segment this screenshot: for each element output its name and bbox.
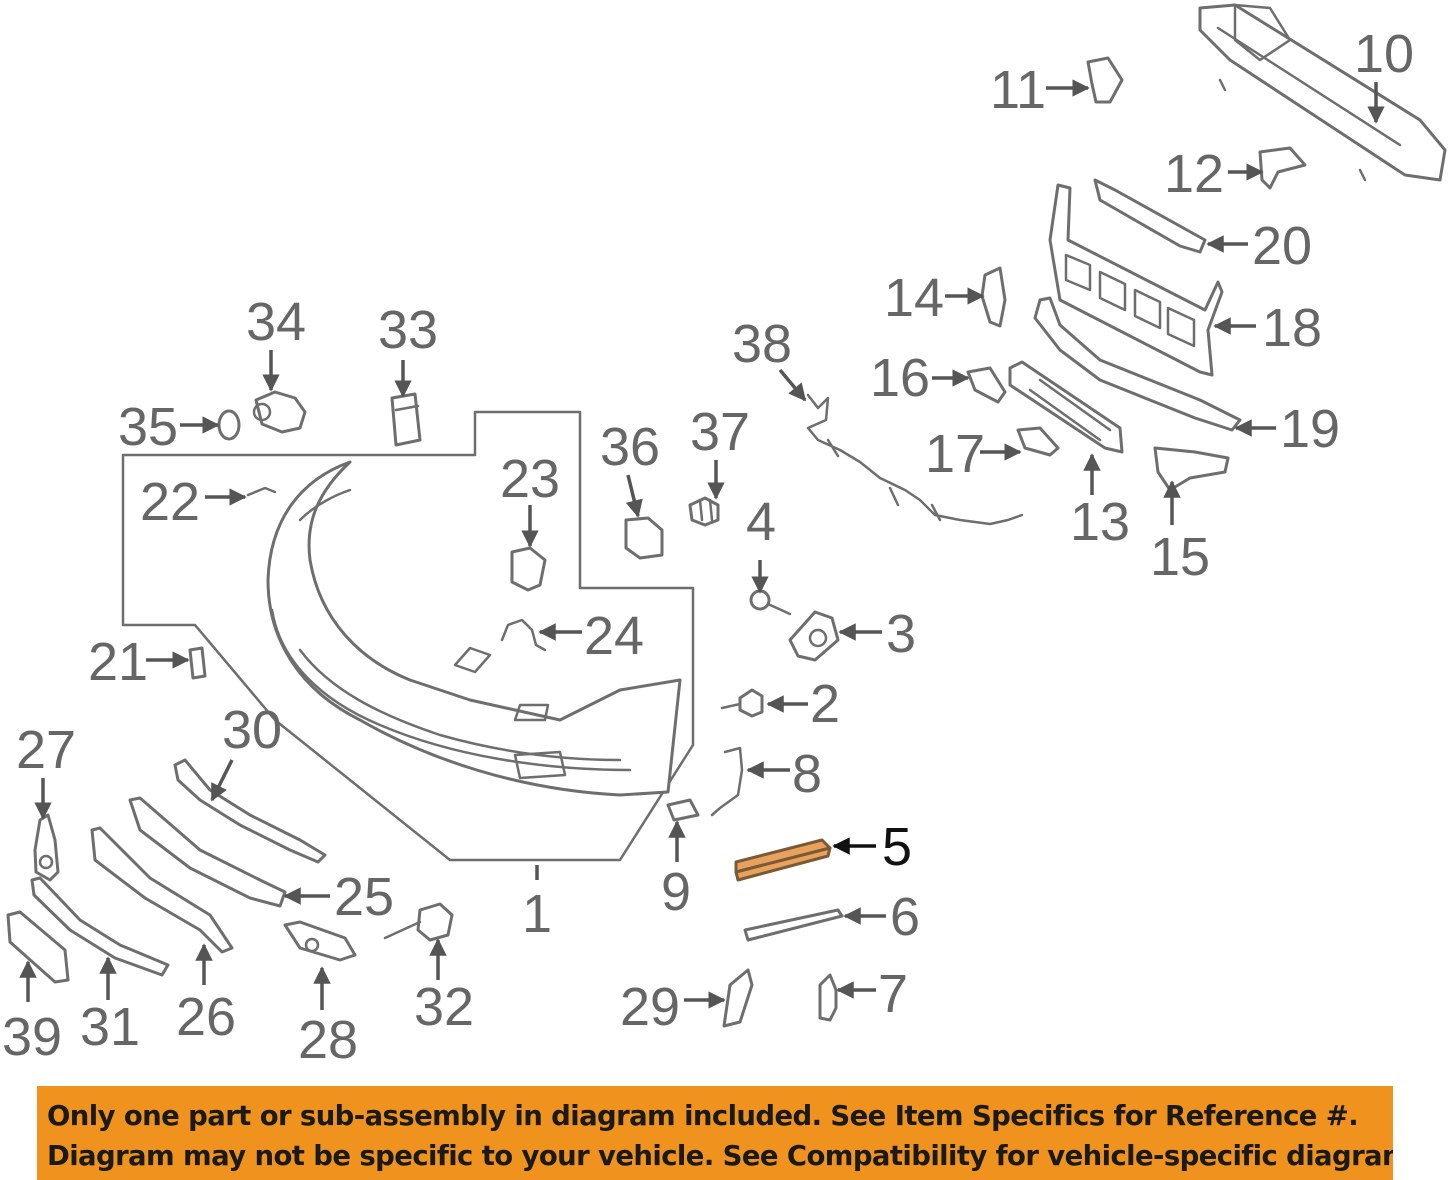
grille-26-part (90, 826, 234, 954)
harness-24-part (500, 618, 547, 652)
callout-38: 38 (732, 314, 792, 374)
callout-28: 28 (298, 1010, 358, 1070)
lower-trim-31-part (30, 876, 170, 977)
callout-4: 4 (746, 492, 776, 552)
harness-8-part (710, 746, 744, 817)
grille-support-18-part (1048, 183, 1224, 377)
module-33-part (390, 392, 422, 447)
lamp-32-part (383, 902, 454, 942)
sensor-34-part (252, 390, 307, 434)
callout-24: 24 (584, 606, 644, 666)
callout-8: 8 (792, 744, 822, 804)
callout-labels: 1 2 3 4 5 6 7 8 9 10 11 12 13 14 15 16 1… (2, 24, 1414, 1070)
callout-39: 39 (2, 1007, 62, 1067)
callout-15: 15 (1150, 527, 1210, 587)
fog-trim-28-part (283, 920, 357, 962)
callout-14: 14 (884, 268, 944, 328)
bolt-7-part (818, 973, 838, 1022)
callout-6: 6 (890, 887, 920, 947)
callout-9: 9 (661, 862, 691, 922)
callout-36: 36 (600, 417, 660, 477)
wiring-harness-38-part (806, 393, 1024, 526)
trim-30-part (173, 758, 327, 864)
clip-37-part (688, 496, 720, 527)
reinforcement-beam-part (1198, 3, 1447, 182)
callout-10: 10 (1354, 24, 1414, 84)
exploded-parts-diagram: 1 2 3 4 5 6 7 8 9 10 11 12 13 14 15 16 1… (2, 3, 1447, 1070)
callout-17: 17 (925, 424, 985, 484)
callout-37: 37 (690, 402, 750, 462)
disclaimer-line-2: Diagram may not be specific to your vehi… (47, 1140, 1393, 1172)
callout-27: 27 (16, 720, 76, 780)
callout-31: 31 (80, 997, 140, 1057)
callout-16: 16 (870, 348, 930, 408)
callout-25: 25 (334, 867, 394, 927)
leader-lines (19, 79, 1385, 1010)
bracket-23-part (510, 546, 547, 592)
bracket-15-part (1153, 446, 1230, 492)
bracket-11-part (1086, 56, 1124, 104)
callout-12: 12 (1164, 144, 1224, 204)
callout-22: 22 (140, 472, 200, 532)
grille-25-part (128, 796, 287, 908)
callout-18: 18 (1262, 298, 1322, 358)
callout-35: 35 (118, 397, 178, 457)
callout-7: 7 (878, 964, 908, 1024)
callout-19: 19 (1280, 399, 1340, 459)
callout-1: 1 (522, 884, 552, 944)
disclaimer-banner: Only one part or sub-assembly in diagram… (37, 1086, 1393, 1180)
bracket-22-part (246, 486, 277, 497)
cover-29-part (722, 968, 754, 1028)
pushpin-2-part (720, 688, 764, 718)
lamp-trim-27-part (33, 813, 60, 882)
disclaimer-line-1: Only one part or sub-assembly in diagram… (47, 1100, 1359, 1132)
callout-29: 29 (620, 977, 680, 1037)
callout-21: 21 (88, 632, 148, 692)
bumper-assembly-outline (121, 410, 695, 862)
callout-34: 34 (246, 292, 306, 352)
callout-3: 3 (886, 604, 916, 664)
plate-bracket-39-part (6, 910, 70, 984)
callout-26: 26 (176, 987, 236, 1047)
bolt-4-part (749, 589, 792, 616)
bracket-3-part (788, 610, 840, 662)
bracket-17-part (1016, 426, 1060, 457)
callout-30: 30 (222, 700, 282, 760)
bumper-cover-part (266, 460, 682, 797)
callout-2: 2 (810, 674, 840, 734)
callout-20: 20 (1252, 216, 1312, 276)
ring-35-part (217, 409, 241, 441)
bracket-12-part (1258, 146, 1307, 190)
callout-11: 11 (990, 60, 1046, 120)
plug-21-part (188, 646, 207, 680)
bracket-36-part (624, 516, 664, 560)
absorber-13-part (1008, 360, 1124, 454)
callout-13: 13 (1070, 492, 1130, 552)
bracket-14-part (980, 266, 1007, 328)
harness-branch (826, 438, 942, 522)
callout-5: 5 (882, 817, 912, 877)
absorber-20-part (1093, 178, 1207, 254)
bracket-16-part (966, 366, 1007, 404)
callout-23: 23 (500, 449, 560, 509)
strip-6-part (743, 908, 844, 942)
strip-5-part (734, 838, 832, 882)
cap-9-part (666, 798, 700, 822)
callout-33: 33 (378, 300, 438, 360)
callout-32: 32 (414, 977, 474, 1037)
